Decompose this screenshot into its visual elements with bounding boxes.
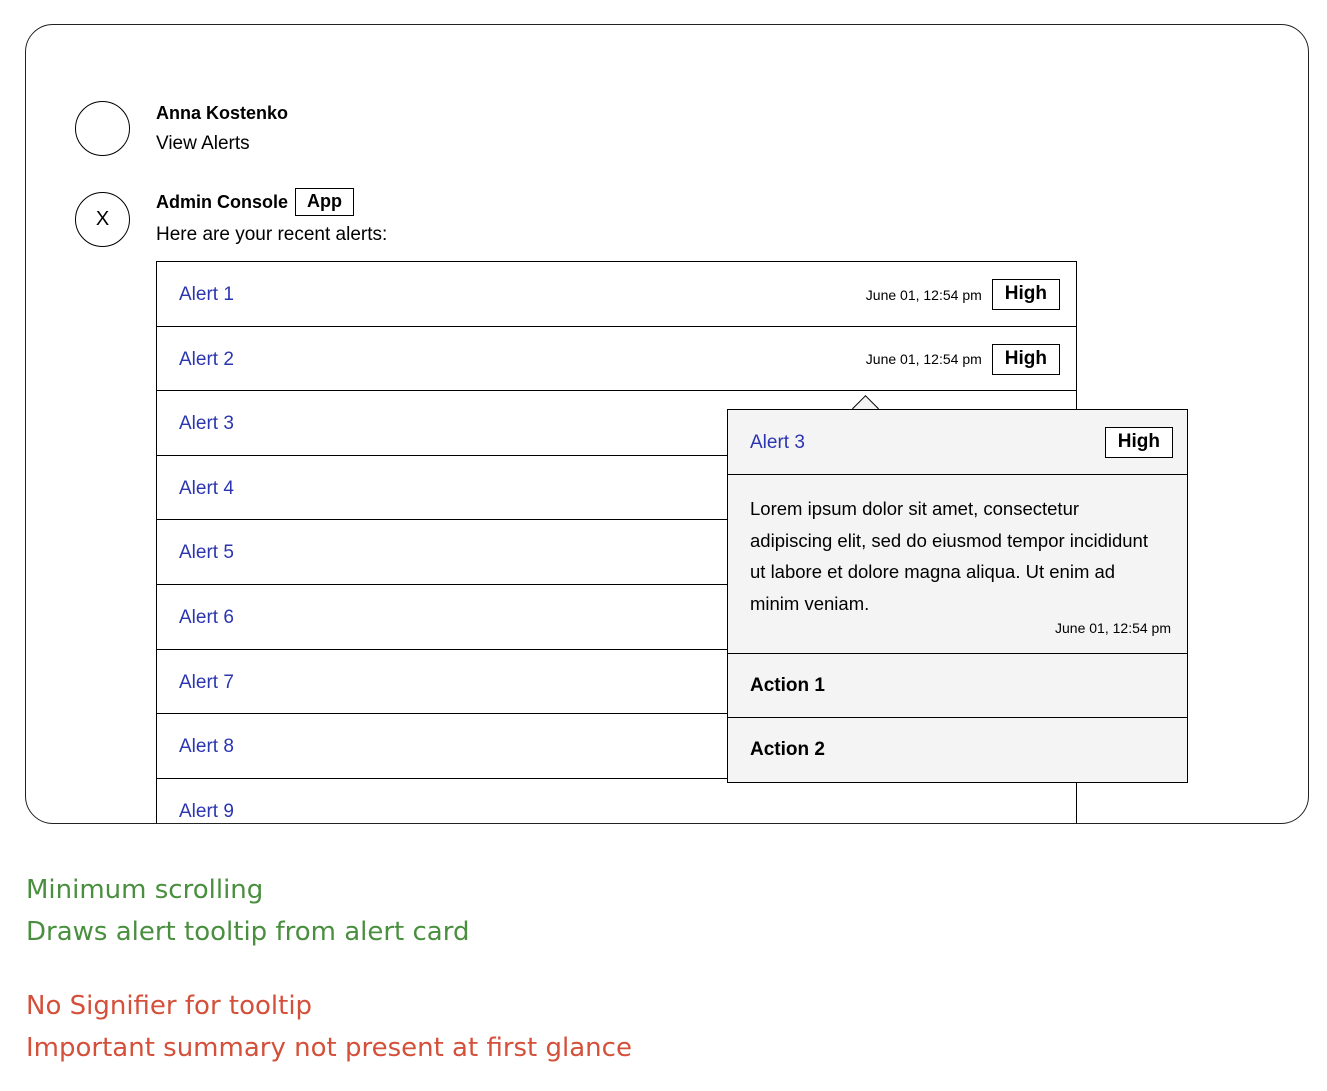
alert-row[interactable]: Alert 9 <box>157 779 1076 823</box>
alert-title[interactable]: Alert 3 <box>179 413 234 435</box>
pro-note: Minimum scrolling <box>26 875 264 905</box>
alert-title[interactable]: Alert 9 <box>179 800 234 822</box>
user-avatar <box>75 101 130 156</box>
alert-title[interactable]: Alert 4 <box>179 477 234 499</box>
alert-title[interactable]: Alert 7 <box>179 671 234 693</box>
tooltip-severity-badge: High <box>1104 427 1173 458</box>
user-name: Anna Kostenko <box>156 103 289 123</box>
tooltip-alert-title[interactable]: Alert 3 <box>750 432 805 453</box>
con-note: Important summary not present at first g… <box>26 1033 632 1063</box>
alert-title[interactable]: Alert 5 <box>179 542 234 564</box>
alert-meta: June 01, 12:54 pm High <box>866 279 1060 310</box>
alert-row[interactable]: Alert 3 <box>157 391 1076 456</box>
alert-title[interactable]: Alert 8 <box>179 736 234 758</box>
alert-row[interactable]: Alert 6 <box>157 585 1076 650</box>
alert-row[interactable]: Alert 7 <box>157 650 1076 715</box>
alert-row[interactable]: Alert 5 <box>157 520 1076 585</box>
app-tag-badge: App <box>295 188 355 216</box>
alert-tooltip: Alert 3 High Lorem ipsum dolor sit amet,… <box>727 409 1188 783</box>
action-1-button[interactable]: Action 1 <box>728 653 1187 718</box>
severity-badge: High <box>991 343 1060 375</box>
tooltip-header: Alert 3 High <box>728 410 1187 475</box>
action-2-label: Action 2 <box>750 739 825 760</box>
con-note: No Signifier for tooltip <box>26 991 313 1021</box>
user-message-text: View Alerts <box>156 133 250 154</box>
alert-meta: June 01, 12:54 pm High <box>865 343 1060 375</box>
app-message-header: Admin Console App <box>156 188 355 216</box>
alert-row[interactable]: Alert 8 <box>157 714 1076 779</box>
alert-row[interactable]: Alert 2 June 01, 12:54 pm High <box>157 327 1076 392</box>
alert-title[interactable]: Alert 2 <box>179 348 234 370</box>
severity-badge: High <box>991 279 1060 310</box>
alert-time: June 01, 12:54 pm <box>865 351 982 368</box>
pro-note: Draws alert tooltip from alert card <box>26 917 470 947</box>
action-2-button[interactable]: Action 2 <box>728 717 1187 782</box>
action-1-label: Action 1 <box>750 675 825 696</box>
alert-row[interactable]: Alert 1 June 01, 12:54 pm High <box>157 262 1076 327</box>
alert-title[interactable]: Alert 1 <box>179 284 234 305</box>
alert-row[interactable]: Alert 4 <box>157 456 1076 521</box>
tooltip-description: Lorem ipsum dolor sit amet, consectetur … <box>750 498 1148 614</box>
app-message-text: Here are your recent alerts: <box>156 224 388 245</box>
chat-window: Anna Kostenko View Alerts X Admin Consol… <box>25 24 1309 824</box>
alert-time: June 01, 12:54 pm <box>865 286 982 303</box>
app-name: Admin Console <box>156 191 289 212</box>
app-avatar: X <box>75 192 130 247</box>
alert-title[interactable]: Alert 6 <box>179 606 234 628</box>
tooltip-time: June 01, 12:54 pm <box>1055 620 1171 636</box>
